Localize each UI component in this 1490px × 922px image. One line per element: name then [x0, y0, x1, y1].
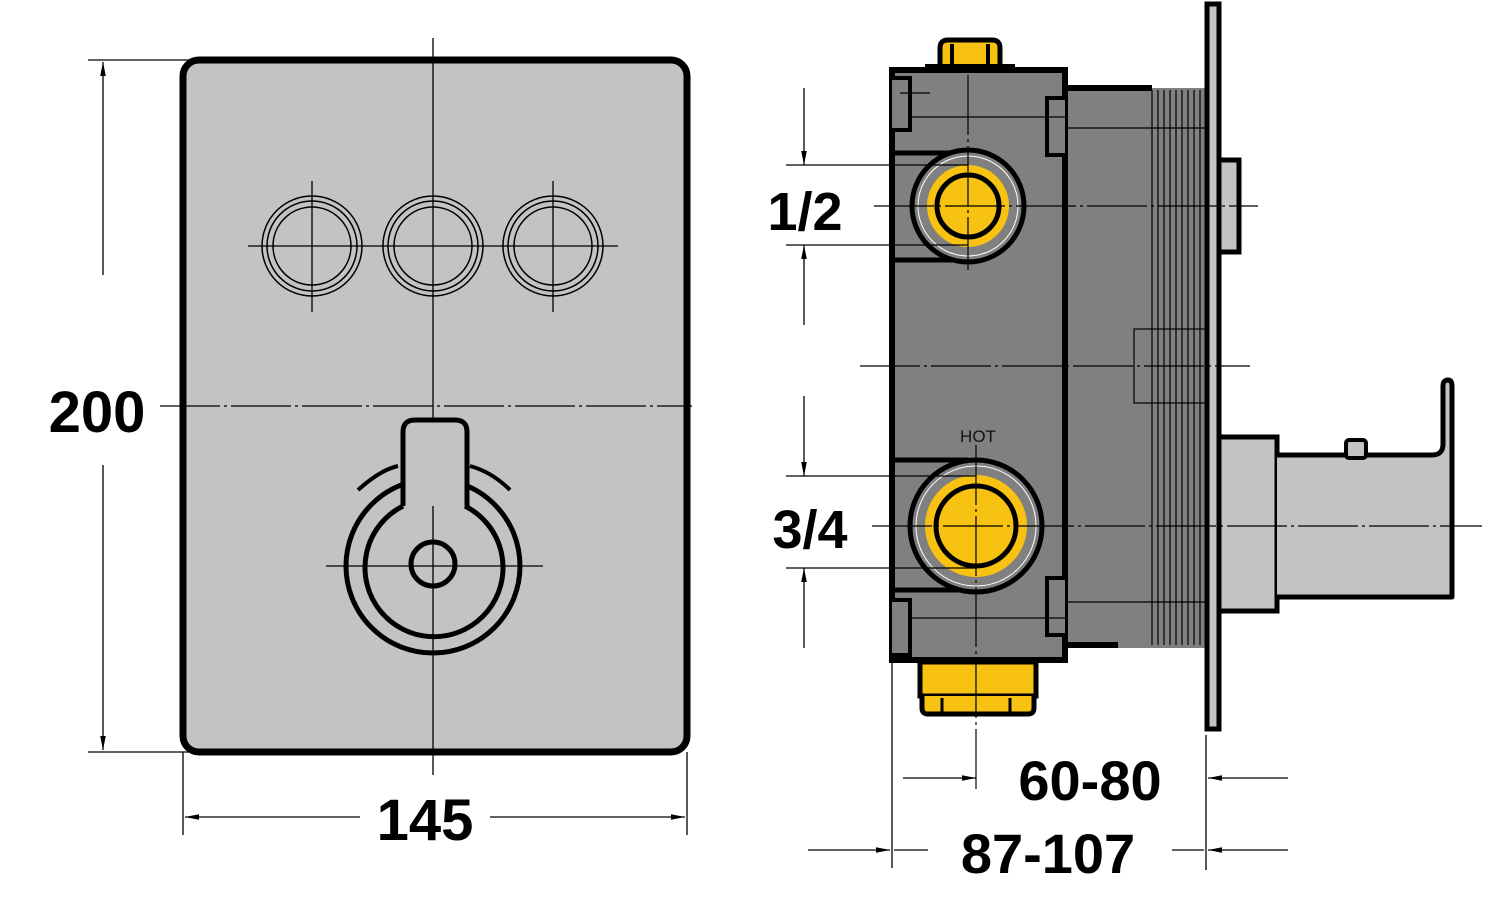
connection-bottom-label: 3/4 — [772, 500, 847, 560]
width-label: 145 — [377, 788, 474, 853]
depth-inner-label: 60-80 — [1018, 749, 1161, 812]
connection-top-label: 1/2 — [767, 182, 842, 242]
width-dimension: 145 — [182, 752, 688, 853]
lever-side — [1216, 377, 1455, 614]
push-button-1 — [261, 181, 363, 312]
sleeve-threads — [1151, 90, 1201, 645]
hot-label: HOT — [960, 427, 996, 446]
connection-bottom-dimension: 3/4 — [772, 396, 976, 648]
height-label: 200 — [49, 380, 146, 445]
side-view: HOT 1/2 — [767, 1, 1482, 885]
top-brass-nut — [925, 37, 1015, 72]
depth-outer-label: 87-107 — [961, 822, 1135, 885]
push-button-2 — [382, 195, 484, 297]
push-button-3 — [502, 181, 604, 312]
front-view: 200 145 — [49, 38, 692, 853]
depth-inner-dimension: 60-80 — [903, 749, 1288, 812]
height-dimension: 200 — [49, 59, 190, 753]
depth-outer-dimension: 87-107 — [808, 822, 1288, 885]
connection-top-dimension: 1/2 — [767, 88, 968, 325]
bottom-brass-nut — [917, 659, 1039, 717]
lever-handle — [326, 417, 543, 656]
